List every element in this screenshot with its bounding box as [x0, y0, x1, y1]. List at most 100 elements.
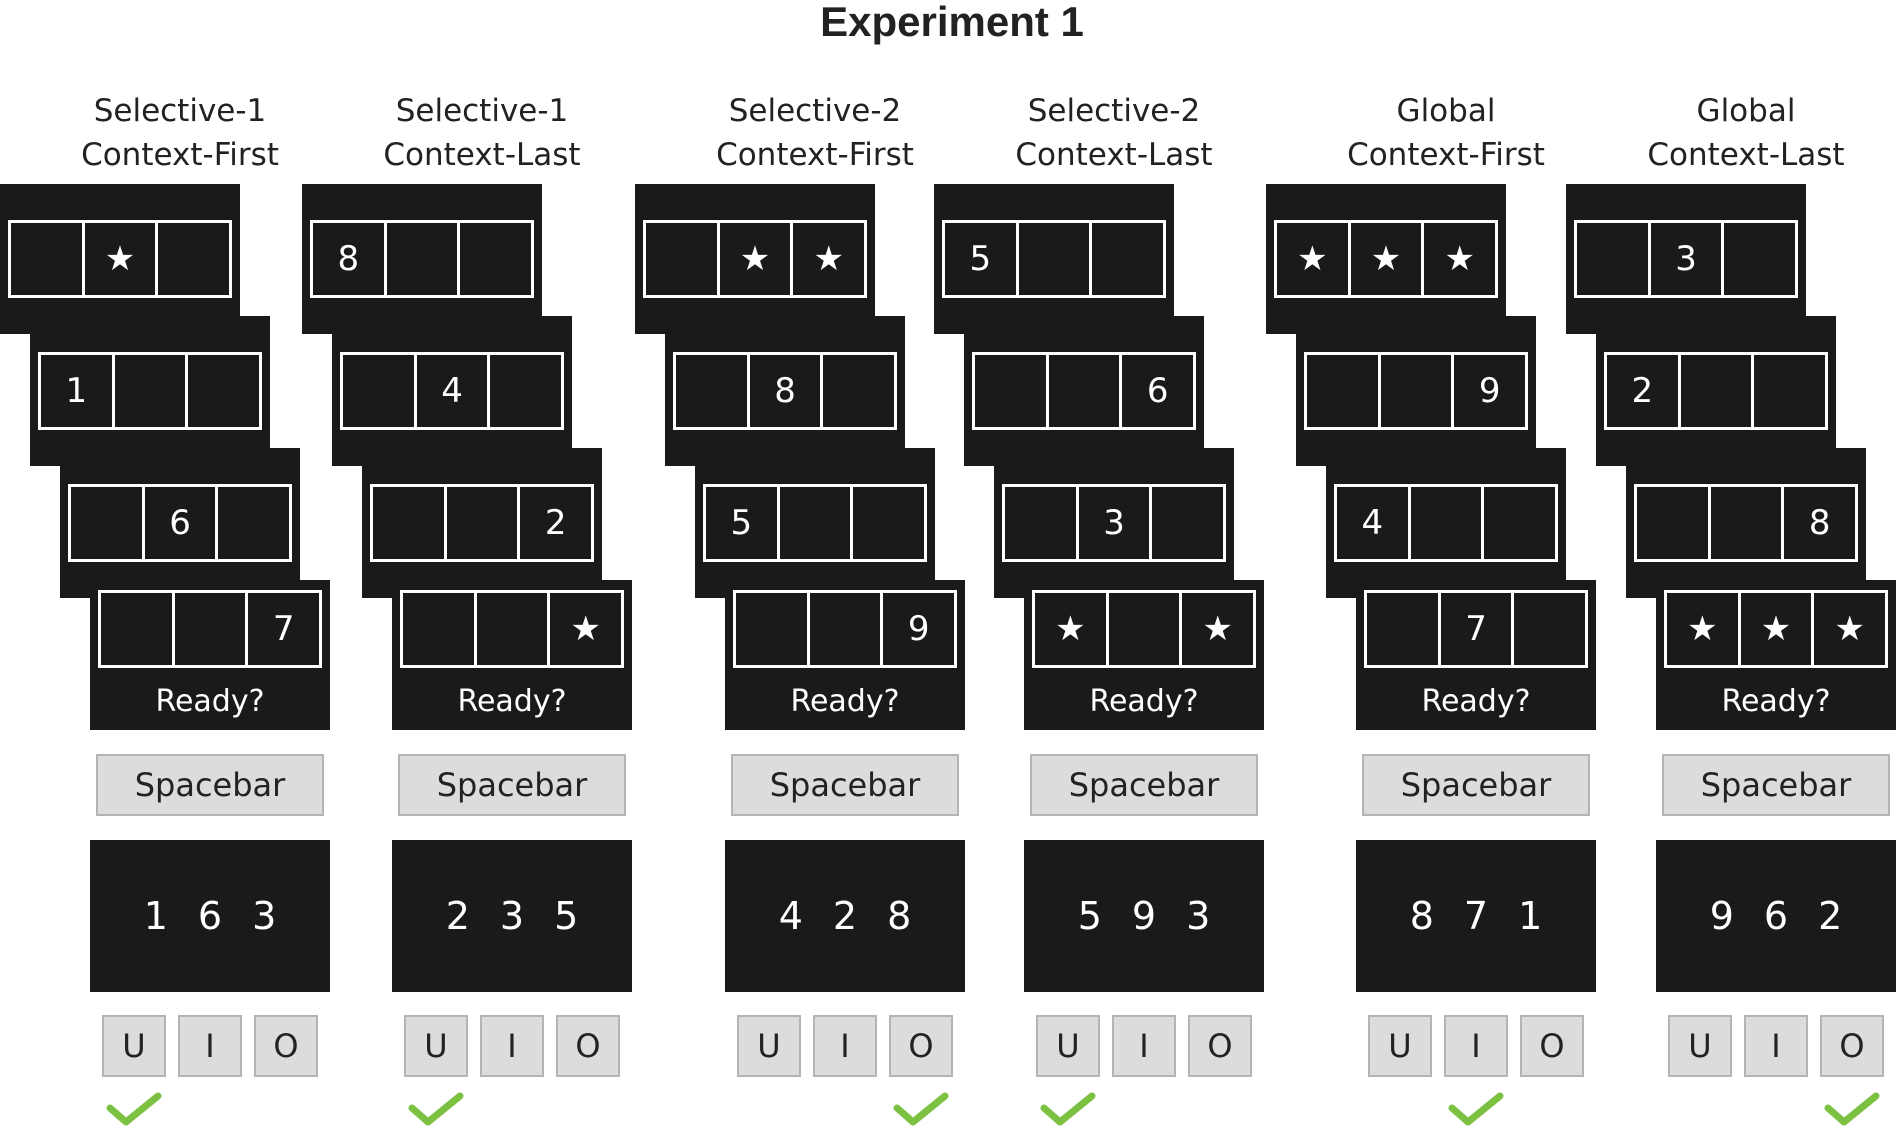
correct-check-icon: [404, 1088, 468, 1128]
stimulus-screen: 4: [332, 316, 572, 466]
stimulus-boxes: 8: [673, 352, 898, 430]
stimulus-box: ★: [1032, 590, 1109, 668]
condition-label-line2: Context-First: [716, 137, 914, 173]
spacebar-key[interactable]: Spacebar: [398, 754, 626, 816]
stimulus-box: ★: [1421, 220, 1499, 298]
stimulus-box: [1481, 484, 1559, 562]
key-u[interactable]: U: [1668, 1015, 1732, 1077]
response-digit: 1: [1518, 894, 1543, 938]
stimulus-boxes: ★: [8, 220, 233, 298]
key-u[interactable]: U: [1368, 1015, 1432, 1077]
stimulus-screen: 2: [1596, 316, 1836, 466]
stimulus-box: 4: [413, 352, 491, 430]
key-o[interactable]: O: [1520, 1015, 1584, 1077]
stimulus-box: [1574, 220, 1651, 298]
key-u[interactable]: U: [102, 1015, 166, 1077]
stimulus-box: [473, 590, 551, 668]
key-i[interactable]: I: [1744, 1015, 1808, 1077]
stimulus-box: 5: [942, 220, 1019, 298]
key-u[interactable]: U: [737, 1015, 801, 1077]
stimulus-box: 6: [1119, 352, 1197, 430]
spacebar-key[interactable]: Spacebar: [731, 754, 959, 816]
stimulus-boxes: 4: [340, 352, 565, 430]
stimulus-box: ★: [1811, 590, 1889, 668]
stimulus-boxes: ★★: [1032, 590, 1257, 668]
stimulus-box: [487, 352, 565, 430]
key-o[interactable]: O: [556, 1015, 620, 1077]
stimulus-boxes: ★★★: [1274, 220, 1499, 298]
stimulus-box: [673, 352, 750, 430]
correct-check-icon: [102, 1088, 166, 1128]
key-i[interactable]: I: [1444, 1015, 1508, 1077]
ready-prompt: Ready?: [1721, 684, 1831, 719]
key-i[interactable]: I: [178, 1015, 242, 1077]
stimulus-boxes: 2: [1604, 352, 1829, 430]
spacebar-key[interactable]: Spacebar: [1662, 754, 1890, 816]
response-digit: 3: [1186, 894, 1211, 938]
key-o[interactable]: O: [889, 1015, 953, 1077]
response-digit: 5: [1077, 894, 1102, 938]
response-digit: 8: [887, 894, 912, 938]
condition-label-line1: Global: [1396, 93, 1496, 129]
stimulus-screen: 8: [302, 184, 542, 334]
stimulus-box: [111, 352, 189, 430]
ready-prompt: Ready?: [1089, 684, 1199, 719]
response-digit: 6: [1763, 894, 1789, 938]
stimulus-screen: 9: [1296, 316, 1536, 466]
stimulus-box: [806, 590, 884, 668]
ready-prompt: Ready?: [155, 684, 265, 719]
spacebar-key[interactable]: Spacebar: [1362, 754, 1590, 816]
correct-check-icon: [1820, 1088, 1884, 1128]
stimulus-screen: ★: [0, 184, 240, 334]
stimulus-boxes: 5: [703, 484, 928, 562]
ready-prompt: Ready?: [457, 684, 567, 719]
key-i[interactable]: I: [1112, 1015, 1176, 1077]
key-i[interactable]: I: [813, 1015, 877, 1077]
stimulus-boxes: 6: [972, 352, 1197, 430]
stimulus-box: [68, 484, 145, 562]
stimulus-boxes: 9: [733, 590, 958, 668]
stimulus-box: [340, 352, 417, 430]
key-i[interactable]: I: [480, 1015, 544, 1077]
key-o[interactable]: O: [254, 1015, 318, 1077]
spacebar-key[interactable]: Spacebar: [1030, 754, 1258, 816]
key-o[interactable]: O: [1820, 1015, 1884, 1077]
ready-prompt: Ready?: [1421, 684, 1531, 719]
stimulus-box: [215, 484, 293, 562]
key-u[interactable]: U: [404, 1015, 468, 1077]
stimulus-boxes: 4: [1334, 484, 1559, 562]
stimulus-box: [1149, 484, 1227, 562]
response-digit: 9: [1709, 894, 1734, 938]
stimulus-screen: 3: [1566, 184, 1806, 334]
stimulus-box: [1089, 220, 1167, 298]
response-digit: 5: [554, 894, 579, 938]
key-u[interactable]: U: [1036, 1015, 1100, 1077]
stimulus-box: 6: [141, 484, 219, 562]
stimulus-screen: 5: [934, 184, 1174, 334]
spacebar-key[interactable]: Spacebar: [96, 754, 324, 816]
key-o[interactable]: O: [1188, 1015, 1252, 1077]
condition-label-line2: Context-Last: [383, 137, 581, 173]
stimulus-box: ★: [1664, 590, 1741, 668]
stimulus-box: [820, 352, 898, 430]
stimulus-boxes: 9: [1304, 352, 1529, 430]
condition-label-line1: Selective-2: [1027, 93, 1201, 129]
stimulus-screen: 6: [60, 448, 300, 598]
stimulus-boxes: ★★★: [1664, 590, 1889, 668]
stimulus-box: [972, 352, 1049, 430]
stimulus-box: [1511, 590, 1589, 668]
